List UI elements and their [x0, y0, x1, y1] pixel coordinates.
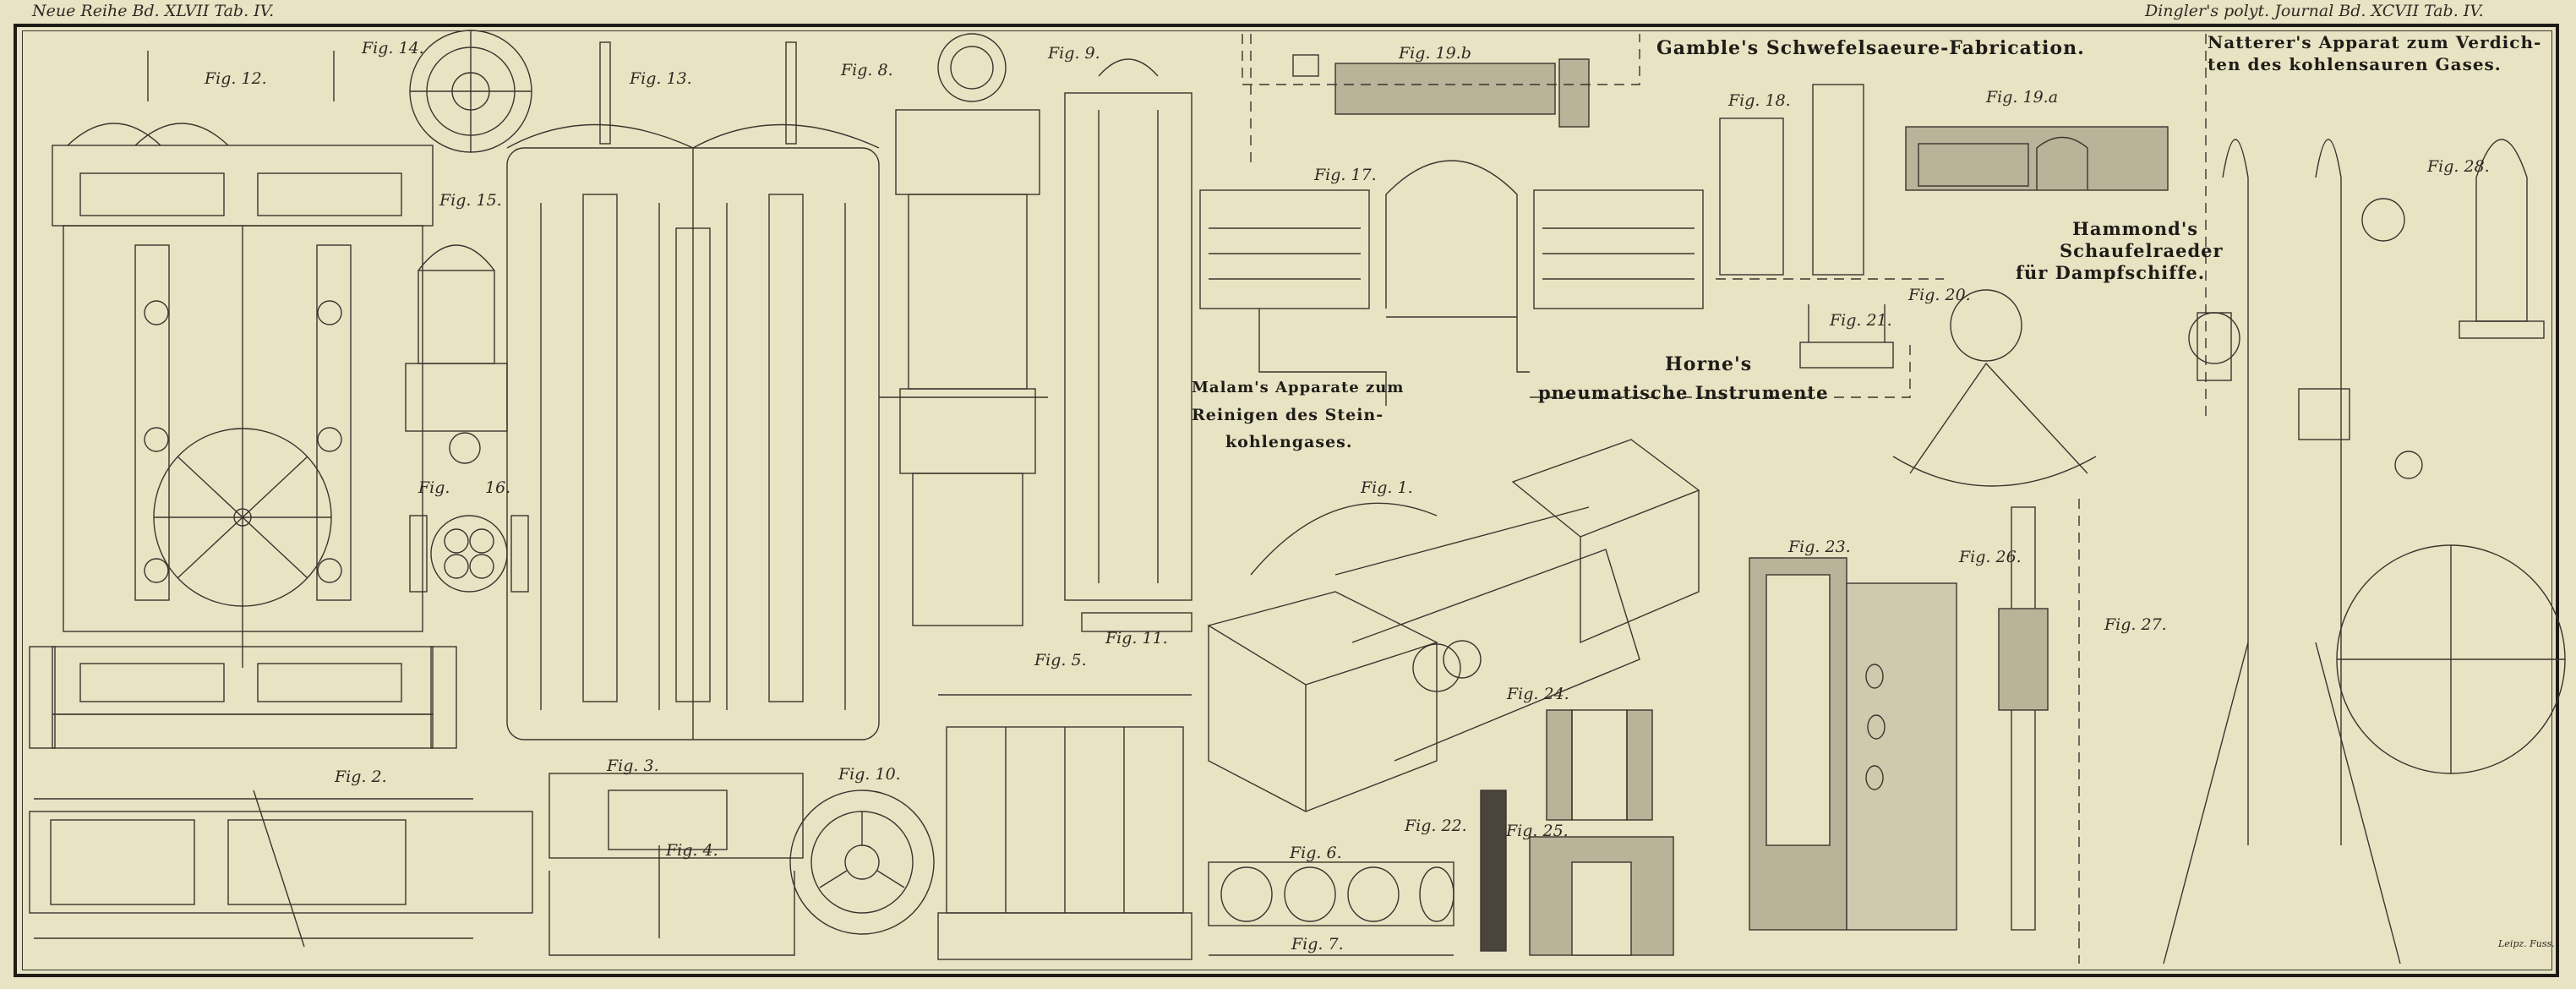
- fig13-drawing: [506, 41, 880, 740]
- fig25-drawing: [1529, 836, 1674, 956]
- fig25-label: Fig. 25.: [1506, 822, 1569, 840]
- fig24-drawing: [1546, 709, 1653, 821]
- fig23-drawing: [1749, 557, 1957, 931]
- fig8-drawing: [879, 33, 1048, 626]
- fig17-label: Fig. 17.: [1314, 166, 1377, 184]
- header-right: Dingler's polyt. Journal Bd. XCVII Tab. …: [2145, 2, 2484, 20]
- scale-note: Leipz. Fuss.: [2498, 938, 2555, 949]
- natterer-title-line1: Natterer's Apparat zum Verdich-: [2208, 32, 2542, 52]
- fig6-drawing: [1208, 861, 1454, 926]
- fig18-label: Fig. 18.: [1728, 91, 1791, 110]
- fig11-drawing: [1081, 612, 1192, 632]
- fig3-label: Fig. 3.: [607, 757, 659, 775]
- fig9-drawing: [1064, 58, 1192, 601]
- fig21-drawing: [1799, 304, 1894, 369]
- natterer-title-line2: ten des kohlensauren Gases.: [2208, 54, 2502, 74]
- fig22-drawing: [1480, 790, 1507, 952]
- fig26-drawing: [1998, 499, 2080, 964]
- fig19b-drawing: [1250, 34, 1590, 169]
- fig2-label: Fig. 2.: [335, 768, 387, 786]
- fig26-label: Fig. 26.: [1959, 548, 2022, 566]
- fig20-drawing: [1892, 289, 2097, 487]
- gamble-title: Gamble's Schwefelsaeure-Fabrication.: [1656, 37, 2085, 59]
- fig18-drawing: [1716, 84, 1944, 280]
- plate-frame-inner: [22, 30, 2552, 970]
- malam-title-line2: Reinigen des Stein-: [1192, 406, 1384, 424]
- fig11-label: Fig. 11.: [1105, 629, 1168, 647]
- fig14-drawing: [409, 30, 532, 153]
- fig19a-drawing: [1905, 126, 2169, 191]
- fig15-drawing: [405, 244, 508, 464]
- hammond-title-line2: Schaufelraeder: [2060, 240, 2224, 261]
- fig4-label: Fig. 4.: [666, 841, 718, 860]
- fig4-drawing: [548, 845, 795, 956]
- fig27-drawing: [2163, 139, 2401, 964]
- plate-frame-outer: [14, 24, 2559, 977]
- fig3-drawing: [548, 773, 804, 859]
- fig19b-label: Fig. 19.b: [1399, 44, 1471, 63]
- hammond-title-line1: Hammond's: [2072, 218, 2199, 239]
- hammond-title-line3: für Dampfschiffe.: [2016, 262, 2206, 283]
- fig12-drawing: [29, 51, 457, 749]
- fig13-label: Fig. 13.: [630, 69, 692, 88]
- fig2-drawing: [29, 790, 533, 948]
- fig16-label-prefix: Fig.: [418, 478, 450, 497]
- fig28-drawing: [2336, 139, 2566, 774]
- malam-title-line1: Malam's Apparate zum: [1192, 379, 1405, 396]
- horne-title-line2: pneumatische Instrumente: [1538, 382, 1829, 403]
- fig14-label: Fig. 14.: [362, 39, 424, 57]
- fig16-label-number: 16.: [485, 478, 511, 497]
- fig24-label: Fig. 24.: [1507, 685, 1569, 703]
- fig1-drawing: [1207, 439, 1700, 813]
- fig6-label: Fig. 6.: [1290, 844, 1342, 862]
- fig22-label: Fig. 22.: [1405, 817, 1467, 835]
- malam-title-line3: kohlengases.: [1225, 433, 1353, 451]
- fig27-label: Fig. 27.: [2104, 615, 2167, 634]
- fig15-label: Fig. 15.: [439, 191, 502, 210]
- header-left: Neue Reihe Bd. XLVII Tab. IV.: [32, 2, 275, 20]
- fig23-label: Fig. 23.: [1788, 538, 1851, 556]
- fig1-label: Fig. 1.: [1361, 478, 1413, 497]
- fig20-label: Fig. 20.: [1908, 286, 1971, 304]
- fig10-label: Fig. 10.: [838, 765, 901, 784]
- fig21-label: Fig. 21.: [1830, 311, 1892, 330]
- fig19a-label: Fig. 19.a: [1986, 88, 2059, 107]
- fig8-label: Fig. 8.: [841, 61, 893, 79]
- fig7-label: Fig. 7.: [1291, 935, 1344, 953]
- fig5-label: Fig. 5.: [1034, 651, 1087, 669]
- section-dividers: [1242, 34, 2207, 423]
- fig10-drawing: [789, 790, 935, 935]
- fig28-label: Fig. 28.: [2427, 157, 2490, 176]
- fig16-drawing: [409, 515, 529, 593]
- horne-title-line1: Horne's: [1665, 353, 1753, 375]
- fig5-drawing: [937, 694, 1192, 960]
- fig9-label: Fig. 9.: [1048, 44, 1100, 63]
- fig12-label: Fig. 12.: [205, 69, 267, 88]
- fig17-drawing: [1199, 160, 1704, 406]
